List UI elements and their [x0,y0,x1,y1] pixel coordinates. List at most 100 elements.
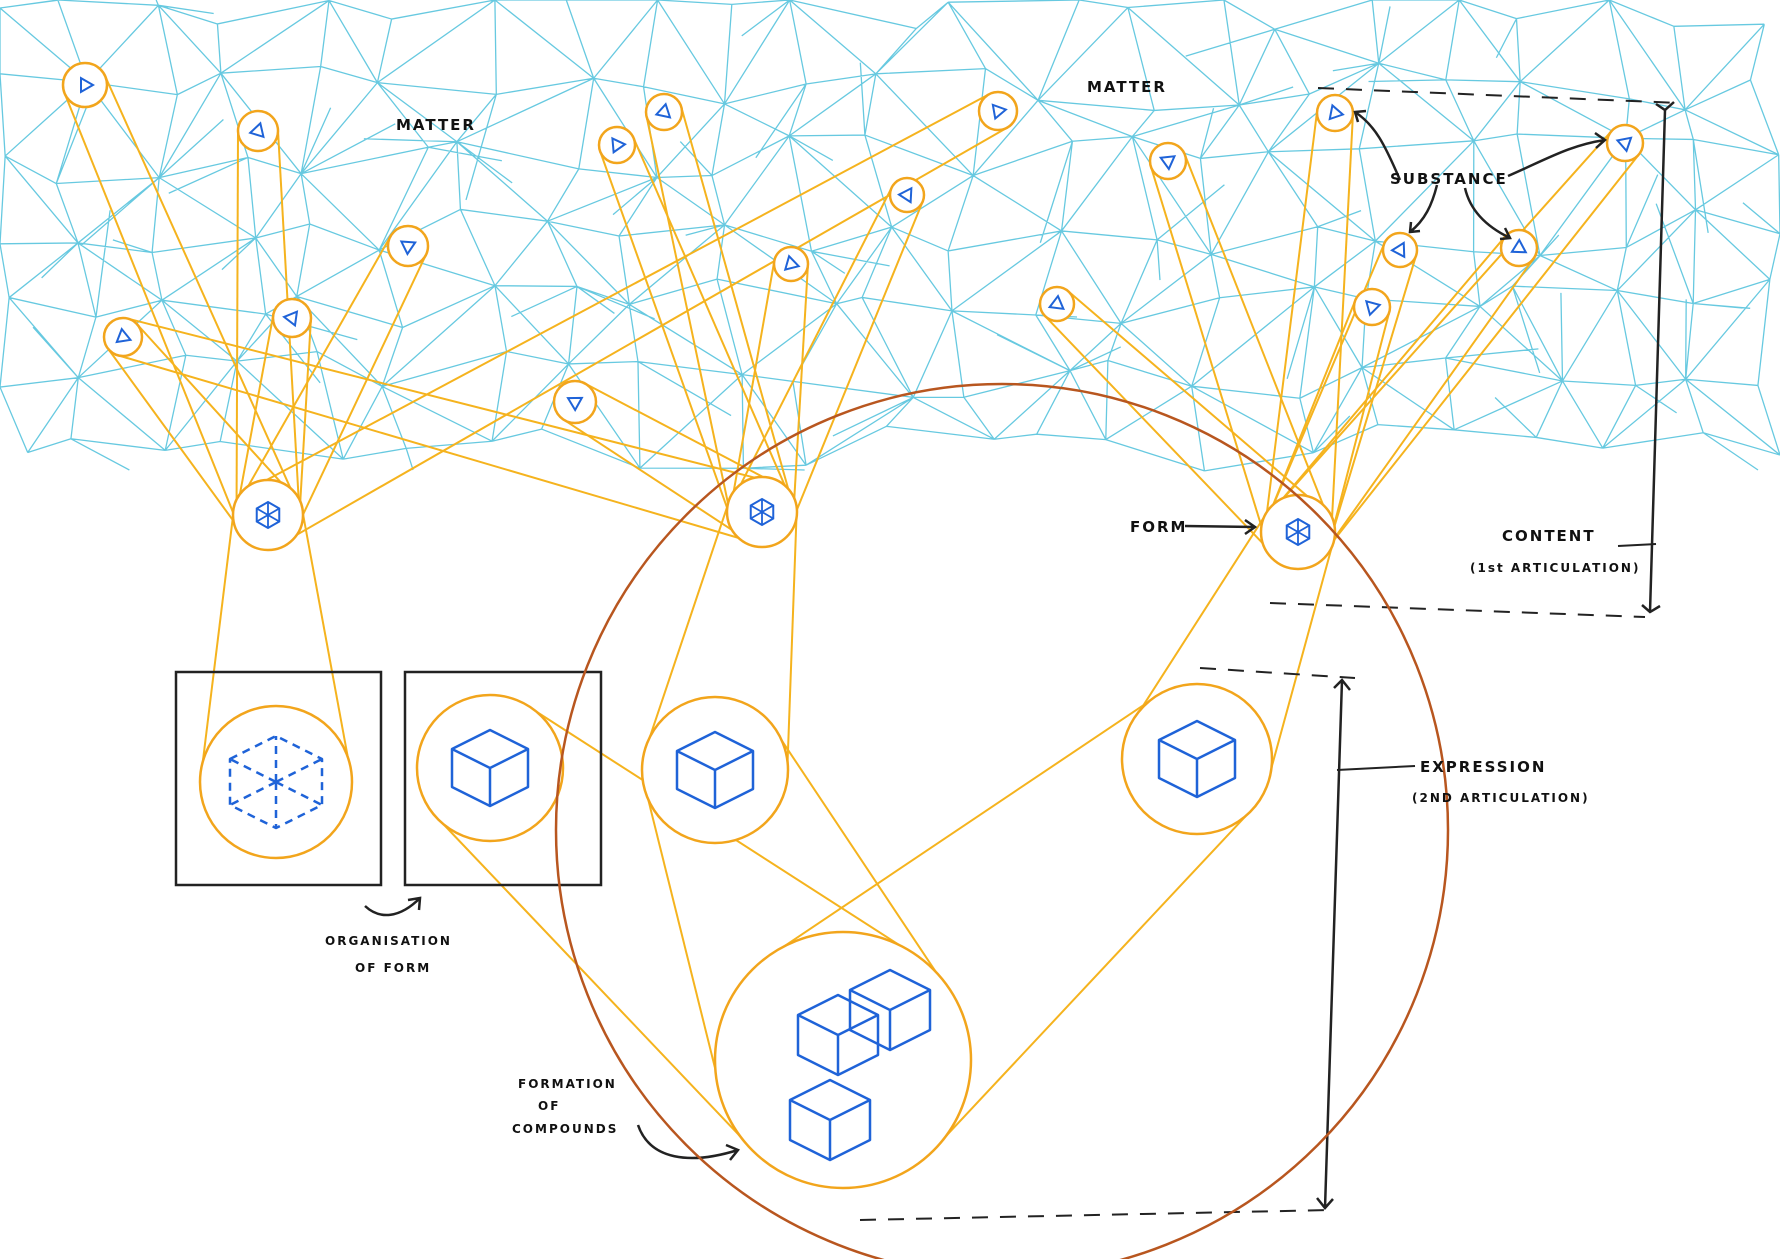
substance-node [1038,285,1076,323]
expression-label: EXPRESSION [1420,758,1546,776]
triangle-substance-icon [897,186,913,204]
substance-form-link-1 [295,254,427,530]
substance-form-link-0 [235,315,275,512]
substance-form-link-0 [1044,315,1276,557]
organisation-label-line2: OF FORM [355,961,431,975]
formation-arrow [636,1124,741,1161]
cube-icon-edges [676,749,754,808]
substance-form-link-1 [136,324,294,496]
substance-form-link-1 [127,317,771,483]
form-expression-link-0 [642,505,729,758]
triangle-substance-icon [115,327,133,344]
triangle-substance-icon [991,103,1008,121]
formation-label-line3: COMPOUNDS [512,1122,618,1136]
cube-icon [675,730,755,810]
triangle-substance-icon [566,396,584,412]
content-arrow [1641,101,1675,614]
substance-form-link-1 [298,320,312,519]
triangle-substance-icon [1615,136,1633,153]
compound-cubes-icon-edges [789,1098,871,1160]
substance-arrow-b [1507,131,1608,178]
expression-compound-link-1 [780,739,961,1009]
formation-label-line1: FORMATION [518,1077,617,1091]
substance-node [644,92,684,132]
triangle-substance-icon [1328,103,1345,121]
substance-node [1352,287,1392,327]
labels: MATTER MATTER SUBSTANCE FORM CONTENT (1s… [325,78,1640,1136]
substance-form-link-1 [792,265,809,516]
expression-compound-link-0 [442,823,763,1160]
link-lines [63,75,1640,1160]
expression-sublabel: (2ND ARTICULATION) [1412,791,1590,805]
cube-icon-edges [1158,738,1236,797]
form-arrow [1184,518,1258,536]
star-form-icon-spokes [256,502,280,528]
substance-form-link-0 [235,131,240,516]
substance-form-link-0 [1263,111,1319,530]
substance-form-link-0 [1150,166,1268,544]
organisation-boxes [174,670,603,887]
form-label: FORM [1130,518,1187,536]
substance-node [386,224,430,268]
substance-node [271,297,313,339]
substance-form-link-0 [63,93,240,528]
substance-node [1381,231,1419,269]
substance-form-link-0 [117,354,754,544]
substance-form-link-1 [1184,154,1331,522]
substance-node [597,125,637,165]
triangle-substance-icon [1510,238,1528,254]
matter-label-left: MATTER [396,116,476,134]
compound-cubes-icon-edges [849,988,931,1050]
content-bottom-dashes [1269,602,1646,618]
triangle-substance-icon [1158,155,1177,171]
substance-form-link-0 [732,187,893,500]
annotations [364,87,1681,1221]
triangle-substance-icon [282,310,299,328]
expression-compound-link-0 [759,701,1149,964]
substance-form-link-0 [729,261,776,509]
triangle-substance-icon [80,76,96,94]
substance-form-link-1 [1328,312,1391,543]
substance-node [1315,93,1355,133]
substance-arrow-a [1353,109,1402,181]
substance-form-link-1 [1330,114,1354,535]
substance-node [236,109,280,153]
substance-form-link-1 [789,201,924,526]
content-sublabel: (1st ARTICULATION) [1470,561,1640,575]
cube-icon-edges [451,747,529,806]
star-form-icon-spokes [1286,519,1310,545]
formation-label-line2: OF [538,1099,560,1113]
organisation-box-left [174,670,383,887]
form-expression-link-1 [785,518,798,784]
substance-form-link-1 [104,75,298,504]
cube-icon [1157,719,1237,799]
substance-node [1605,123,1645,163]
substance-form-link-1 [585,383,779,486]
form-expression-link-0 [1127,516,1266,730]
form-expression-link-1 [1264,546,1333,790]
substance-form-link-1 [1323,258,1535,554]
substance-form-link-1 [1322,153,1640,555]
substance-node [61,61,109,109]
substance-form-link-0 [1265,301,1356,522]
organisation-box-right [403,670,603,887]
content-tick [1617,543,1657,547]
substance-node [888,176,926,214]
compound-cubes-icon-edges [797,1013,879,1075]
substance-form-link-0 [107,348,245,536]
substance-node [1148,141,1188,181]
expression-tick [1336,765,1416,771]
triangle-substance-icon [1047,294,1065,311]
expression-compound-link-0 [647,799,727,1112]
expression-compound-link-1 [925,815,1247,1159]
substance-arrow-d [1463,187,1512,241]
organisation-arrow [364,896,422,917]
substance-form-link-1 [680,107,794,505]
substance-label: SUBSTANCE [1390,170,1508,188]
expression-arrow [1316,678,1351,1210]
substance-form-link-0 [1270,236,1506,513]
triangle-substance-icon [654,102,672,119]
substance-node [977,90,1019,132]
organisation-label-line1: ORGANISATION [325,934,452,948]
